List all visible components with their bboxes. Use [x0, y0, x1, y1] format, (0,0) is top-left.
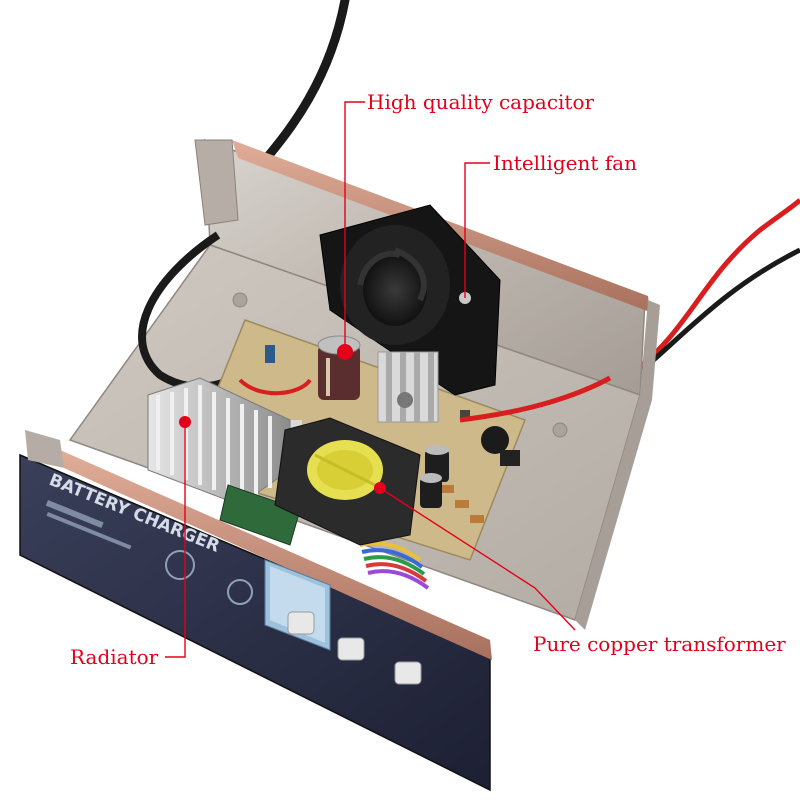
fan-callout: Intelligent fan	[493, 151, 637, 175]
cooling-fan	[319, 204, 501, 396]
radiator-leader	[165, 422, 186, 658]
transformer	[274, 417, 421, 546]
red-output-cable	[628, 198, 800, 377]
capacitor-callout: High quality capacitor	[367, 90, 595, 114]
callout-lines	[165, 101, 576, 658]
pcb-components	[265, 345, 520, 523]
panel-button-3	[394, 661, 422, 685]
left-bracket	[194, 139, 239, 226]
capacitor	[317, 335, 361, 400]
right-wall	[575, 300, 660, 630]
front-panel: BATTERY CHARGER	[19, 430, 492, 792]
red-internal-wire	[459, 375, 612, 423]
fan-leader	[464, 162, 490, 298]
small-capacitors	[420, 445, 449, 508]
capacitor-leader	[344, 101, 365, 352]
upper-heatsink	[377, 351, 439, 423]
ribbon-cable	[359, 541, 430, 590]
panel-button-2	[337, 637, 365, 661]
transformer-callout: Pure copper transformer	[533, 632, 786, 656]
panel-button-1	[287, 611, 315, 635]
radiator-heatsink	[147, 377, 291, 506]
transformer-leader	[379, 487, 576, 631]
radiator-callout: Radiator	[70, 645, 159, 669]
